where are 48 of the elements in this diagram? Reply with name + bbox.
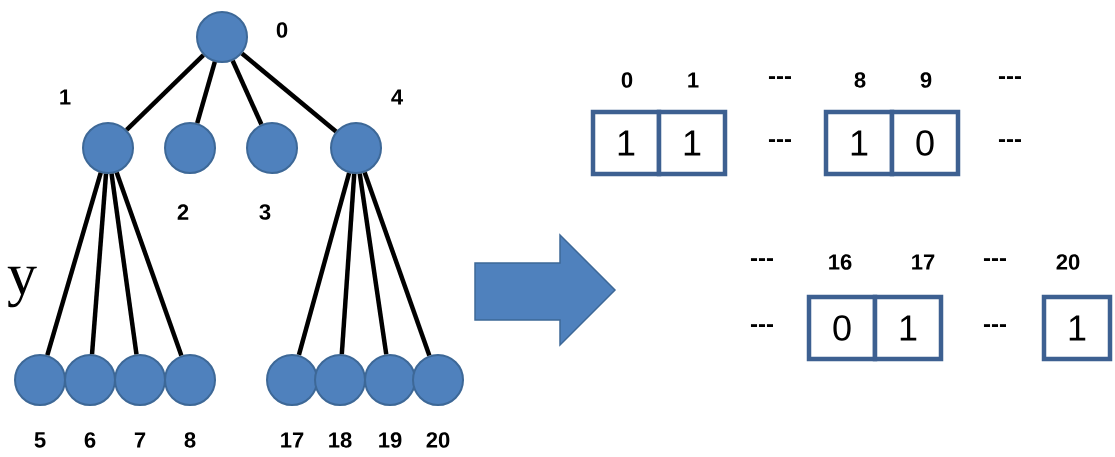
array-cell: 0	[889, 109, 961, 177]
index-label: 17	[912, 254, 935, 270]
index-label: 8	[184, 432, 196, 448]
index-label: 8	[854, 72, 866, 88]
index-label: 20	[1056, 254, 1080, 270]
ellipsis-dashes: ---	[983, 258, 1006, 261]
tree-edge	[109, 173, 139, 355]
ellipsis-dashes: ---	[983, 324, 1006, 327]
array-cell: 1	[656, 109, 728, 177]
tree-edge	[357, 173, 389, 355]
tree-edge	[89, 173, 109, 355]
tree-edge	[195, 61, 217, 124]
array-cell: 1	[1041, 294, 1113, 362]
array-cell: 1	[823, 109, 895, 177]
index-label: 18	[329, 432, 352, 448]
index-label: 7	[134, 432, 146, 448]
index-label: 9	[920, 72, 932, 88]
tree-edge	[230, 59, 264, 126]
array-cell: 1	[872, 294, 944, 362]
index-label: 6	[84, 432, 96, 448]
ellipsis-dashes: ---	[998, 139, 1021, 142]
index-label: 2	[177, 204, 189, 220]
index-label: 4	[391, 89, 403, 105]
index-label: 20	[426, 432, 450, 448]
ellipsis-dashes: ---	[768, 76, 792, 79]
index-label: 19	[379, 432, 402, 448]
tree-edge	[114, 171, 184, 357]
tree-edge	[339, 173, 357, 355]
tree-edge	[45, 172, 103, 356]
index-label: 17	[281, 432, 304, 448]
ellipsis-dashes: ---	[750, 258, 774, 261]
tree-edge	[296, 172, 352, 356]
ellipsis-dashes: ---	[768, 139, 792, 142]
index-label: 16	[829, 254, 852, 270]
array-cell: 1	[590, 109, 662, 177]
index-label: 5	[34, 432, 46, 448]
index-label: 0	[276, 22, 288, 38]
index-label: 3	[259, 204, 271, 220]
ellipsis-dashes: ---	[750, 324, 774, 327]
cut-off-text: y	[7, 266, 37, 308]
tree-edge	[125, 53, 205, 132]
index-label: 0	[621, 72, 633, 88]
tree-edge	[362, 171, 432, 357]
ellipsis-dashes: ---	[998, 76, 1021, 79]
index-label: 1	[60, 89, 71, 105]
tree-edge	[240, 51, 338, 134]
index-label: 1	[688, 72, 699, 88]
array-cell: 0	[806, 294, 878, 362]
